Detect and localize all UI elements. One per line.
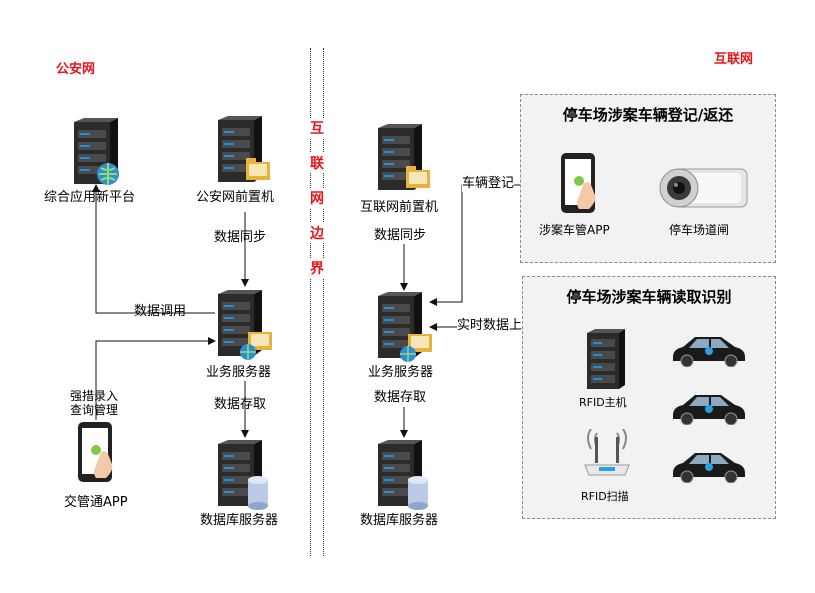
panel-rfid: 停车场涉案车辆读取识别 RFID主机 RFID扫描 (522, 276, 776, 519)
edge-label-data-store-right: 数据存取 (374, 390, 427, 405)
edge-label-strong-entry-2: 查询管理 (70, 403, 119, 417)
boundary-char: 边 (309, 223, 325, 243)
edge-label-data-sync-left: 数据同步 (214, 230, 267, 245)
car-icon (673, 337, 745, 367)
node-internet-business: 业务服务器 (368, 365, 434, 380)
internet-network-label: 互联网 (714, 52, 754, 67)
rfid-scan-label: RFID扫描 (581, 490, 629, 503)
edge-label-vehicle-register: 车辆登记 (462, 176, 515, 192)
edge-label-strong-entry-1: 强措录入 (70, 389, 119, 403)
node-police-business: 业务服务器 (206, 365, 272, 380)
server-folder-icon (218, 116, 270, 182)
server-folder-icon (378, 124, 430, 190)
gate-camera-icon (659, 168, 748, 208)
edge-register-to-business (429, 184, 520, 306)
edge-business-to-platform (92, 184, 215, 314)
car-icon (673, 453, 745, 483)
panel-register-title: 停车场涉案车辆登记/返还 (562, 106, 734, 124)
rfid-host-server-icon (587, 329, 625, 389)
rfid-scanner-icon (584, 429, 630, 476)
edge-label-realtime-report: 实时数据上报 (457, 318, 536, 334)
edge-label-data-sync-right: 数据同步 (374, 228, 427, 243)
panel-rfid-title: 停车场涉案车辆读取识别 (566, 288, 732, 306)
server-folder-globe-icon (218, 290, 272, 360)
mobile-phone-icon (78, 422, 113, 482)
edge-app-to-business (95, 337, 216, 420)
rfid-host-label: RFID主机 (579, 396, 627, 409)
boundary-char: 网 (309, 188, 325, 208)
panel-register: 停车场涉案车辆登记/返还 涉案车管APP 停车场道闸 (520, 94, 776, 263)
police-network-label: 公安网 (56, 62, 96, 77)
server-globe-icon (74, 118, 119, 185)
network-boundary (310, 48, 324, 556)
boundary-char: 互 (309, 118, 325, 138)
node-internet-front: 互联网前置机 (360, 200, 439, 215)
node-integrated-platform: 综合应用新平台 (44, 190, 136, 205)
node-police-front: 公安网前置机 (196, 190, 275, 205)
node-internet-db: 数据库服务器 (360, 513, 439, 528)
node-police-db: 数据库服务器 (200, 513, 279, 528)
edge-label-data-call: 数据调用 (134, 304, 187, 319)
mobile-phone-icon (561, 153, 596, 213)
app-label: 涉案车管APP (539, 223, 610, 237)
node-traffic-app: 交管通APP (64, 495, 128, 510)
database-server-icon (218, 440, 268, 510)
server-folder-globe-icon (378, 292, 432, 362)
boundary-char: 界 (309, 258, 325, 278)
gate-label: 停车场道闸 (669, 223, 730, 237)
car-icon (673, 395, 745, 425)
edge-label-data-store-left: 数据存取 (214, 397, 267, 412)
database-server-icon (378, 440, 428, 510)
boundary-char: 联 (309, 153, 325, 173)
